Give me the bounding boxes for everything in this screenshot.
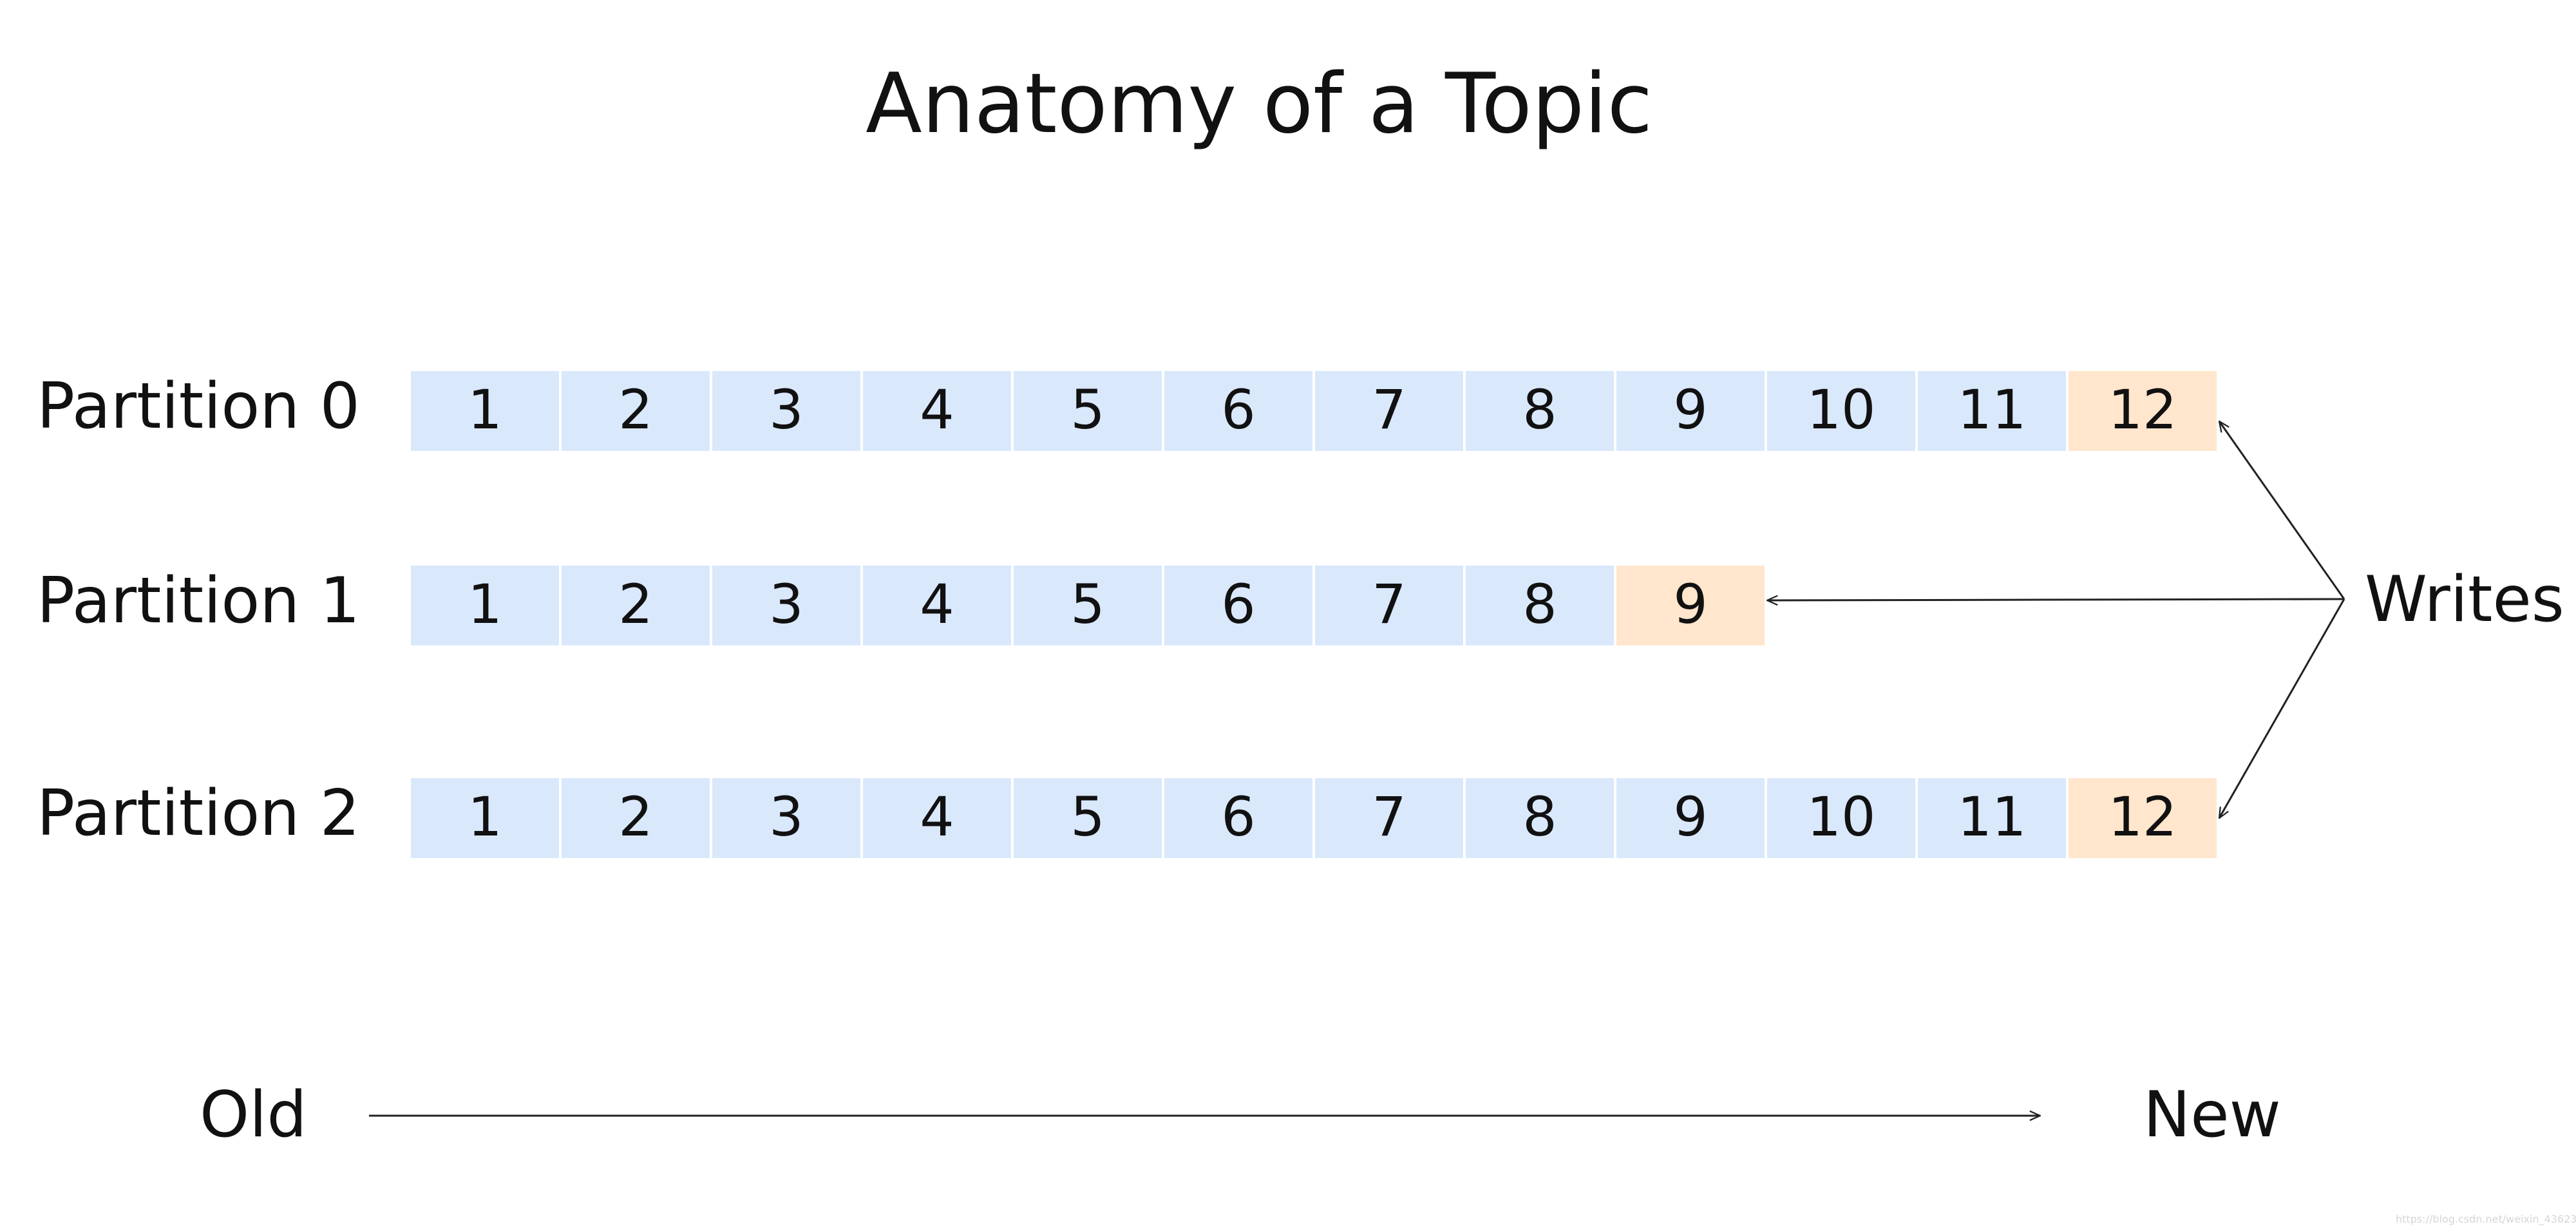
offset-cell-2-1 [411, 778, 559, 858]
offset-cell-0-7 [1315, 371, 1463, 451]
offset-cell-0-3 [712, 371, 860, 451]
offset-number-0-10: 10 [1807, 378, 1876, 441]
partition-label-0: Partition 0 [37, 370, 360, 443]
offset-cell-2-7 [1315, 778, 1463, 858]
offset-number-2-1: 1 [468, 785, 502, 848]
offset-number-0-12: 12 [2108, 378, 2177, 441]
offset-cell-1-7 [1315, 566, 1463, 645]
offset-number-2-11: 11 [1958, 785, 2027, 848]
latest-offset-cell-1-9 [1616, 566, 1765, 645]
offset-cell-0-1 [411, 371, 559, 451]
offset-number-0-5: 5 [1070, 378, 1104, 441]
offset-cell-0-4 [863, 371, 1011, 451]
offset-number-0-1: 1 [468, 378, 502, 441]
offset-number-2-4: 4 [920, 785, 954, 848]
offset-number-0-3: 3 [769, 378, 803, 441]
offset-cell-0-8 [1466, 371, 1614, 451]
offset-cell-0-2 [562, 371, 710, 451]
offset-number-1-3: 3 [769, 573, 803, 636]
offset-number-1-8: 8 [1522, 573, 1557, 636]
offset-number-2-7: 7 [1372, 785, 1406, 848]
offset-number-2-9: 9 [1673, 785, 1707, 848]
offset-number-1-5: 5 [1070, 573, 1104, 636]
offset-number-2-2: 2 [618, 785, 652, 848]
offset-number-1-4: 4 [920, 573, 954, 636]
offset-cell-2-11 [1918, 778, 2066, 858]
offset-number-1-6: 6 [1221, 573, 1255, 636]
partition-label-1: Partition 1 [37, 564, 360, 638]
offset-cell-0-11 [1918, 371, 2066, 451]
offset-cell-1-2 [562, 566, 710, 645]
offset-cell-0-10 [1767, 371, 1915, 451]
offset-cell-1-1 [411, 566, 559, 645]
offset-number-2-12: 12 [2108, 785, 2177, 848]
partition-label-2: Partition 2 [37, 777, 360, 850]
diagram-title: Anatomy of a Topic [866, 56, 1653, 152]
latest-offset-cell-2-12 [2069, 778, 2217, 858]
timeline-end-label: New [2143, 1078, 2281, 1152]
offset-cell-1-5 [1014, 566, 1162, 645]
offset-cell-1-6 [1164, 566, 1312, 645]
offset-cell-1-3 [712, 566, 860, 645]
offset-cell-0-9 [1616, 371, 1765, 451]
offset-number-2-6: 6 [1221, 785, 1255, 848]
offset-number-1-1: 1 [468, 573, 502, 636]
offset-number-0-8: 8 [1522, 378, 1557, 441]
offset-cell-2-5 [1014, 778, 1162, 858]
offset-number-1-9: 9 [1673, 573, 1707, 636]
offset-cell-1-4 [863, 566, 1011, 645]
writes-label: Writes [2365, 563, 2564, 636]
write-arrow-partition-2 [2219, 598, 2345, 818]
offset-cell-2-10 [1767, 778, 1915, 858]
offset-number-0-9: 9 [1673, 378, 1707, 441]
offset-cell-2-8 [1466, 778, 1614, 858]
offset-cell-2-3 [712, 778, 860, 858]
write-arrow-partition-1 [1767, 599, 2345, 600]
writes-arrows-layer [1767, 421, 2345, 818]
offset-number-2-8: 8 [1522, 785, 1557, 848]
offset-cell-2-9 [1616, 778, 1765, 858]
write-arrow-partition-0 [2219, 421, 2345, 600]
partition-row-1: Partition 1 1 2 3 4 5 6 7 8 9 [37, 564, 1765, 645]
offset-number-0-7: 7 [1372, 378, 1406, 441]
offset-number-0-2: 2 [618, 378, 652, 441]
offset-number-1-7: 7 [1372, 573, 1406, 636]
timeline-start-label: Old [200, 1078, 307, 1152]
offset-cell-1-8 [1466, 566, 1614, 645]
offset-cell-2-4 [863, 778, 1011, 858]
offset-number-2-3: 3 [769, 785, 803, 848]
offset-cell-0-6 [1164, 371, 1312, 451]
offset-number-2-10: 10 [1807, 785, 1876, 848]
offset-number-0-11: 11 [1958, 378, 2027, 441]
offset-cell-2-2 [562, 778, 710, 858]
offset-number-0-6: 6 [1221, 378, 1255, 441]
watermark: https://blog.csdn.net/weixin_43623525 [2396, 1213, 2576, 1226]
latest-offset-cell-0-12 [2069, 371, 2217, 451]
offset-cell-2-6 [1164, 778, 1312, 858]
offset-number-1-2: 2 [618, 573, 652, 636]
offset-number-0-4: 4 [920, 378, 954, 441]
offset-cell-0-5 [1014, 371, 1162, 451]
offset-number-2-5: 5 [1070, 785, 1104, 848]
